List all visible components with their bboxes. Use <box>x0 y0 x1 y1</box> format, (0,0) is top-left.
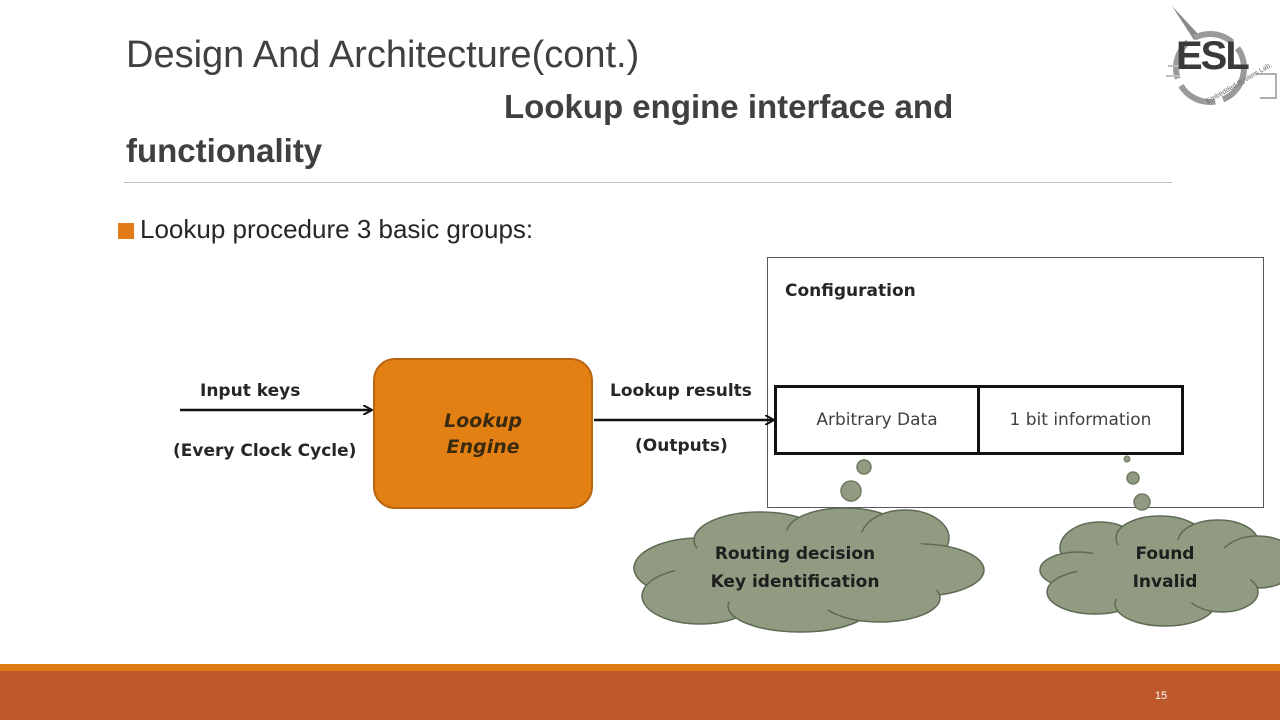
slide-title: Design And Architecture(cont.) <box>126 34 640 76</box>
input-keys-label: Input keys <box>200 381 301 401</box>
slide-subtitle-line2: functionality <box>126 132 323 169</box>
title-divider <box>124 182 1172 183</box>
esl-logo-graphic <box>1166 6 1277 105</box>
bubble-dot-small-2 <box>1126 471 1140 485</box>
esl-logo: ESL Embedded System Lab. <box>1160 2 1280 132</box>
cloud-found-line2: Invalid <box>1132 572 1198 592</box>
footer-accent-stripe <box>0 664 1280 671</box>
configuration-label: Configuration <box>785 281 916 301</box>
cloud-routing-line2: Key identification <box>710 572 880 592</box>
lookup-results-label: Lookup results <box>610 381 752 401</box>
arbitrary-data-cell: Arbitrary Data <box>774 385 980 455</box>
esl-logo-text: ESL <box>1176 34 1250 78</box>
cloud-found <box>1039 515 1280 627</box>
engine-label-line1: Lookup <box>444 409 522 432</box>
bubble-dot-large-2 <box>1133 493 1151 511</box>
cloud-routing-text: Routing decision Key identification <box>690 540 900 596</box>
bullet-text: Lookup procedure 3 basic groups: <box>140 214 534 244</box>
bubble-dot-small <box>856 459 872 475</box>
lookup-engine-block: Lookup Engine <box>373 358 593 509</box>
slide-subtitle-line1: Lookup engine interface and <box>504 88 954 125</box>
cloud-routing-line1: Routing decision <box>714 544 876 564</box>
bubble-dot-tiny <box>1123 455 1131 463</box>
bit-information-cell: 1 bit information <box>977 385 1184 455</box>
cloud-found-text: Found Invalid <box>1105 540 1225 596</box>
outputs-sublabel: (Outputs) <box>635 436 728 456</box>
footer-bar <box>0 671 1280 720</box>
input-keys-sublabel: (Every Clock Cycle) <box>173 441 357 461</box>
engine-label-line2: Engine <box>446 435 520 458</box>
cloud-routing <box>633 507 985 633</box>
bullet-marker <box>118 223 134 239</box>
cloud-found-line1: Found <box>1135 544 1195 564</box>
configuration-box <box>767 257 1264 508</box>
page-number: 15 <box>1154 690 1168 702</box>
bubble-dot-large <box>840 480 862 502</box>
